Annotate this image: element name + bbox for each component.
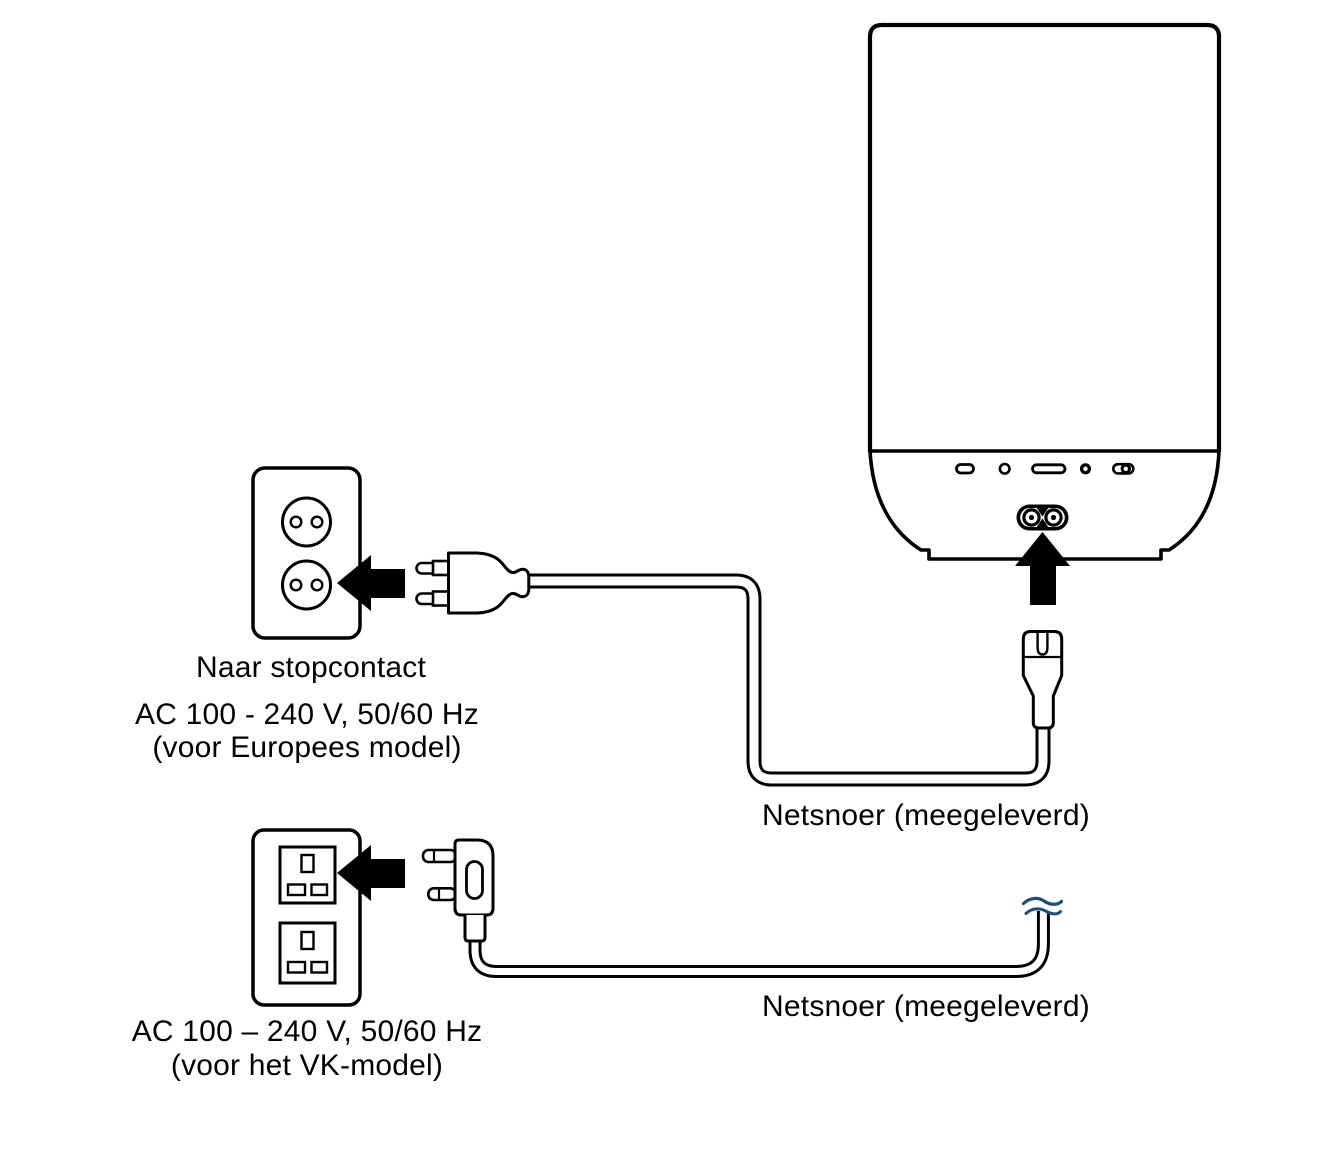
port-oval-small (955, 463, 975, 475)
c7-connector-body (1021, 630, 1064, 730)
c7-connector-groove (1036, 633, 1049, 656)
eu-socket-bottom-hole-left (289, 578, 303, 592)
uk-plug-pin-top (421, 848, 458, 864)
eu-plug-body (447, 551, 531, 615)
uk-plug-pin-bottom (426, 886, 458, 902)
eu-power-plug (415, 551, 531, 615)
port-round-small (1079, 463, 1092, 475)
ac-inlet-pin-right-dot (1050, 514, 1057, 521)
eu-cord-inner (524, 576, 1048, 784)
eu-cord-label: Netsnoer (meegeleverd) (762, 799, 1090, 832)
uk-wall-outlet (251, 828, 362, 1007)
rear-port-row (955, 462, 1135, 475)
uk-model-label: (voor het VK-model) (171, 1049, 443, 1082)
eu-model-label: (voor Europees model) (152, 731, 461, 764)
eu-socket-top (281, 496, 332, 548)
port-toggle-knob (1120, 463, 1132, 474)
uk-power-cord (468, 911, 1050, 978)
eu-socket-top-hole-left (289, 515, 303, 529)
eu-plug-pin-bottom-base (431, 590, 450, 607)
ac-inlet (1016, 504, 1069, 531)
c7-connector (1021, 630, 1064, 730)
arrow-left-uk-icon (337, 845, 405, 901)
cord-break-wave-bottom (1024, 907, 1062, 916)
eu-power-cord (524, 573, 1051, 787)
ac-inlet-notch-bottom (1036, 518, 1049, 528)
uk-socket-bottom-neutral-hole (310, 960, 329, 974)
cord-break-wave-top (1021, 896, 1064, 906)
port-round (998, 462, 1011, 475)
cord-break-icon (1021, 896, 1064, 916)
eu-wall-outlet (251, 466, 362, 640)
ac-inlet-pin-left-dot (1028, 514, 1035, 521)
eu-voltage-label: AC 100 - 240 V, 50/60 Hz (135, 698, 479, 731)
speaker-device (867, 22, 1222, 561)
uk-plug-fuse-cover (465, 860, 484, 900)
arrow-left-eu-icon (337, 555, 405, 611)
uk-cord-outer (468, 911, 1050, 978)
eu-cord-outer (524, 573, 1051, 787)
eu-socket-bottom (281, 559, 332, 611)
outlet-caption-label: Naar stopcontact (196, 651, 426, 684)
eu-plug-pin-top-base (431, 559, 450, 577)
eu-outlet-plate (251, 466, 362, 640)
uk-cord-label: Netsnoer (meegeleverd) (762, 990, 1090, 1023)
uk-socket-top-live-hole (286, 883, 307, 897)
eu-socket-bottom-hole-right (310, 578, 324, 592)
uk-socket-top-earth-hole (300, 853, 315, 874)
ac-inlet-notch-top (1036, 507, 1049, 517)
uk-power-plug (421, 838, 495, 943)
speaker-cabinet (867, 22, 1222, 452)
port-oval-wide (1031, 463, 1067, 475)
uk-voltage-label: AC 100 – 240 V, 50/60 Hz (132, 1015, 483, 1048)
uk-socket-bottom-earth-hole (300, 930, 315, 951)
uk-socket-bottom-live-hole (286, 960, 307, 974)
uk-cord-inner (471, 911, 1047, 975)
uk-plug-neck (463, 915, 487, 943)
eu-socket-top-hole-right (310, 515, 324, 529)
uk-socket-top-neutral-hole (310, 883, 329, 897)
arrow-up-icon (1015, 532, 1070, 605)
